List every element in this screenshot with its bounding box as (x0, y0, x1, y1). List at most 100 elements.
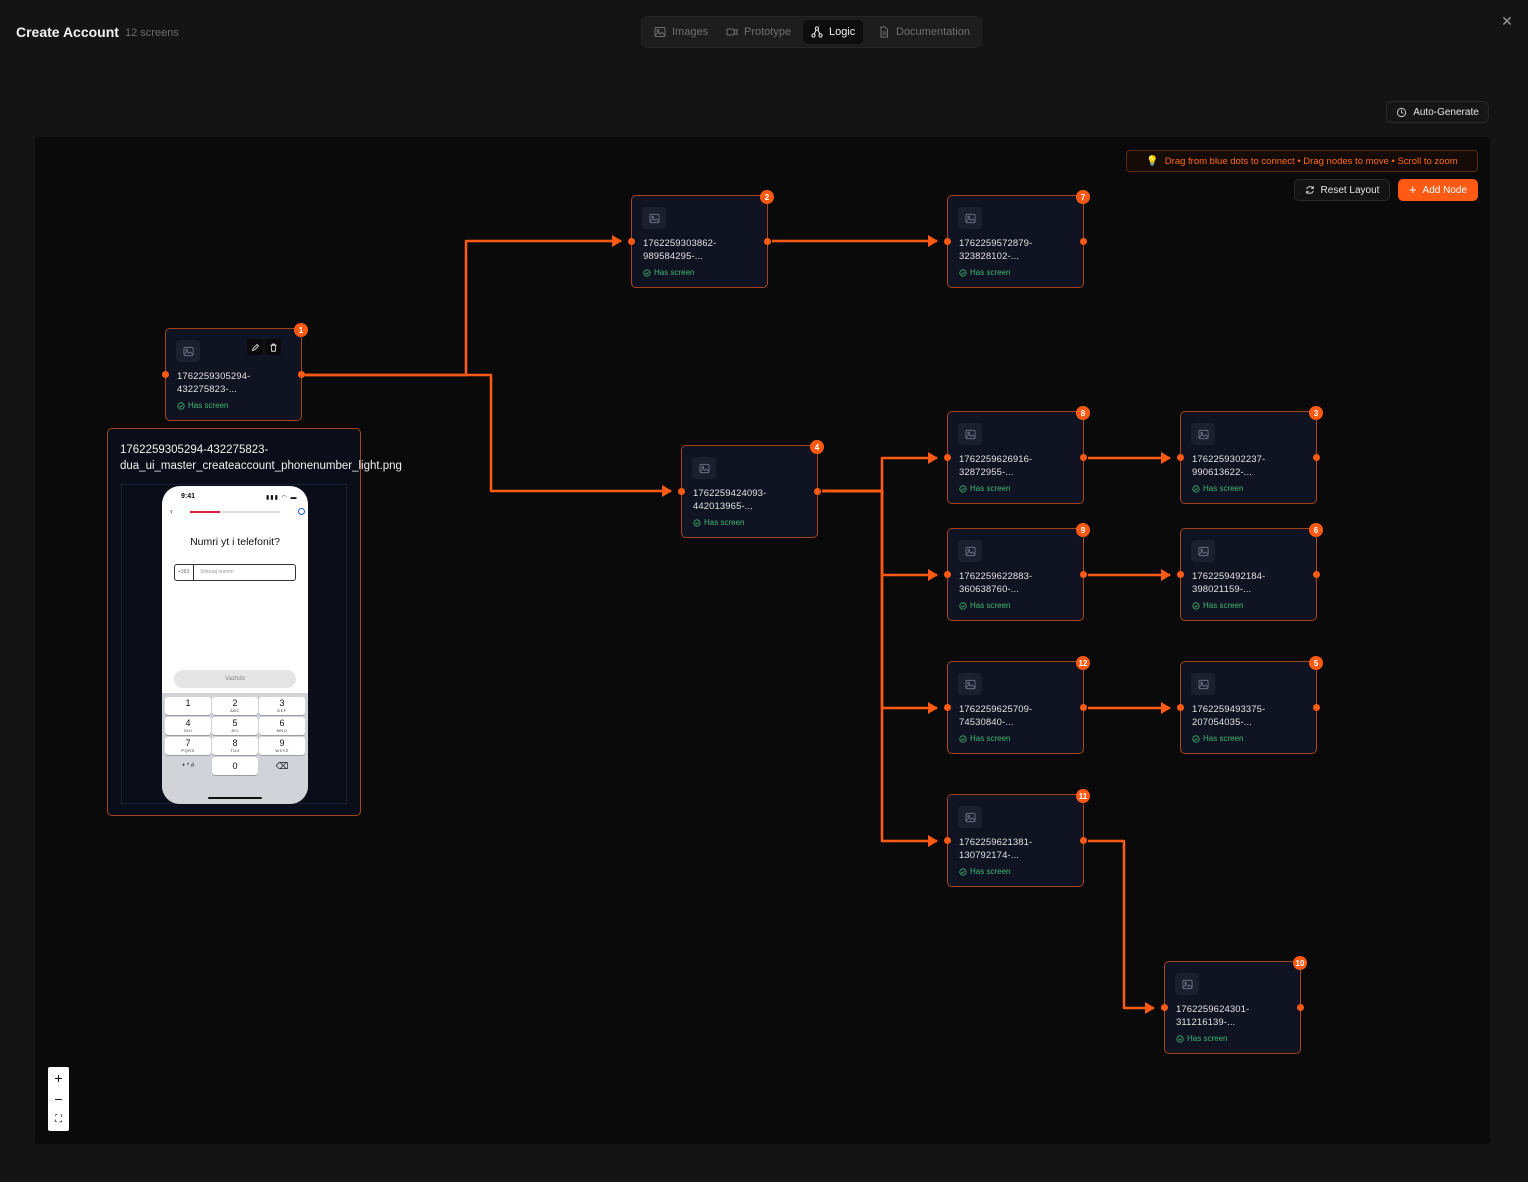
image-placeholder-icon (176, 340, 200, 362)
input-port[interactable] (678, 488, 685, 495)
node-label: 1762259621381-130792174-... (959, 837, 1033, 861)
flow-node[interactable]: 1762259621381-130792174-... Has screen 1… (944, 789, 1090, 887)
image-placeholder-icon (958, 207, 982, 229)
edit-button[interactable] (247, 339, 263, 355)
image-placeholder-icon (642, 207, 666, 229)
zoom-in-button[interactable]: + (54, 1069, 63, 1086)
output-port[interactable] (1080, 704, 1087, 711)
network-icon (811, 26, 823, 38)
input-port[interactable] (944, 837, 951, 844)
input-port[interactable] (944, 454, 951, 461)
flow-node[interactable]: 1762259625709-74530840-... Has screen 12 (944, 656, 1090, 754)
output-port[interactable] (1313, 571, 1320, 578)
input-divider (193, 565, 194, 580)
home-indicator (208, 797, 262, 799)
node-badge: 3 (1309, 406, 1323, 420)
output-port[interactable] (764, 238, 771, 245)
edge-4-12 (822, 489, 938, 714)
input-port[interactable] (1177, 571, 1184, 578)
output-port[interactable] (1080, 238, 1087, 245)
node-label: 1762259492184-398021159-... (1192, 571, 1266, 595)
image-placeholder-icon (692, 457, 716, 479)
input-port[interactable] (944, 704, 951, 711)
tab-documentation[interactable]: Documentation (870, 20, 978, 44)
progress-track (190, 511, 280, 513)
node-label: 1762259305294-432275823-... (177, 371, 251, 395)
output-port[interactable] (1080, 454, 1087, 461)
output-port[interactable] (298, 371, 305, 378)
flow-node[interactable]: 1762259302237-990613622-... Has screen 3 (1177, 406, 1323, 504)
help-icon (298, 508, 305, 515)
flow-node[interactable]: 1762259626916-32872955-... Has screen 8 (944, 406, 1090, 504)
flow-node[interactable]: 1762259492184-398021159-... Has screen 6 (1177, 523, 1323, 621)
lightbulb-icon: 💡 (1146, 155, 1159, 167)
flow-node[interactable]: 1762259303862-989584295-... Has screen 2 (628, 190, 774, 288)
flow-node[interactable]: 1762259424093-442013965-... Has screen 4 (678, 440, 824, 538)
screen-count: 12 screens (125, 27, 179, 39)
reset-layout-button[interactable]: Reset Layout (1294, 179, 1390, 201)
input-port[interactable] (1161, 1004, 1168, 1011)
flow-node[interactable]: 1762259305294-432275823-... Has screen 1 (162, 323, 308, 421)
check-circle-icon (959, 268, 967, 277)
check-circle-icon (643, 268, 651, 277)
flow-node[interactable]: 1762259622883-360638760-... Has screen 9 (944, 523, 1090, 621)
auto-generate-button[interactable]: Auto-Generate (1386, 101, 1489, 123)
input-port[interactable] (162, 371, 169, 378)
input-port[interactable] (1177, 454, 1184, 461)
node-label: 1762259624301-311216139-... (1176, 1004, 1250, 1028)
node-label: 1762259626916-32872955-... (959, 454, 1033, 478)
node-status: Has screen (1192, 601, 1243, 610)
node-badge: 11 (1076, 789, 1090, 803)
edge-1-4 (305, 373, 672, 497)
tab-images[interactable]: Images (646, 20, 716, 44)
flow-node[interactable]: 1762259493375-207054035-... Has screen 5 (1177, 656, 1323, 754)
image-placeholder-icon (1191, 540, 1215, 562)
output-port[interactable] (1297, 1004, 1304, 1011)
add-node-label: Add Node (1422, 184, 1468, 196)
check-circle-icon (1176, 1034, 1184, 1043)
input-port[interactable] (1177, 704, 1184, 711)
input-port[interactable] (944, 571, 951, 578)
node-badge: 7 (1076, 190, 1090, 204)
screen-preview-tooltip: 1762259305294-432275823-dua_ui_master_cr… (107, 428, 402, 816)
output-port[interactable] (1313, 704, 1320, 711)
page-title: Create Account (16, 24, 119, 40)
node-badge: 4 (810, 440, 824, 454)
edge-1-2 (305, 235, 622, 377)
fit-view-button[interactable]: ⛶ (55, 1114, 62, 1125)
node-label: 1762259303862-989584295-... (643, 238, 717, 262)
node-status: Has screen (959, 484, 1010, 493)
flow-node[interactable]: 1762259624301-311216139-... Has screen 1… (1161, 956, 1307, 1054)
edge-4-9 (822, 489, 938, 581)
flow-node[interactable]: 1762259572879-323828102-... Has screen 7 (944, 190, 1090, 288)
view-tabs: Images Prototype Logic Documentation (641, 16, 982, 48)
image-placeholder-icon (958, 540, 982, 562)
image-placeholder-icon (1191, 423, 1215, 445)
input-port[interactable] (628, 238, 635, 245)
node-status: Has screen (959, 867, 1010, 876)
output-port[interactable] (1080, 571, 1087, 578)
edge-layer (305, 235, 1171, 1014)
output-port[interactable] (1313, 454, 1320, 461)
tab-prototype[interactable]: Prototype (718, 20, 799, 44)
output-port[interactable] (1080, 837, 1087, 844)
add-node-button[interactable]: + Add Node (1398, 179, 1478, 201)
output-port[interactable] (814, 488, 821, 495)
sparkle-icon (1397, 107, 1407, 117)
logic-canvas[interactable]: 💡 Drag from blue dots to connect • Drag … (35, 137, 1490, 1144)
tab-logic[interactable]: Logic (803, 20, 864, 44)
input-port[interactable] (944, 238, 951, 245)
check-circle-icon (959, 734, 967, 743)
continue-button: Vazhdo (174, 670, 296, 688)
progress-fill (190, 511, 220, 513)
delete-button[interactable] (265, 339, 281, 355)
tab-documentation-label: Documentation (896, 26, 970, 38)
close-button[interactable]: ✕ (1500, 14, 1514, 28)
edge-11-10 (1088, 839, 1155, 1014)
zoom-out-button[interactable]: − (54, 1090, 63, 1107)
